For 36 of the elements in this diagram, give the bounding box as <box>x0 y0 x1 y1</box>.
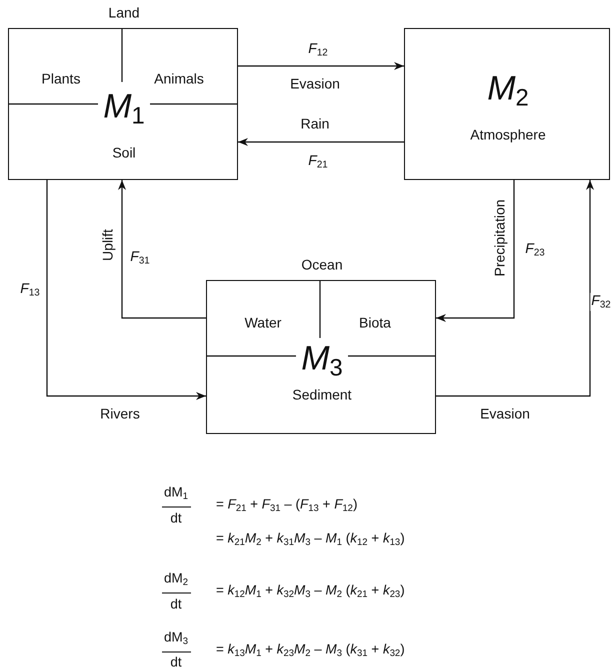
flow-label: Rain <box>300 116 330 132</box>
flow-label: Evasion <box>480 406 530 422</box>
flow-arrow <box>118 180 206 319</box>
reservoir-symbol: M$_{2}$ <box>487 70 529 112</box>
flow-arrow <box>46 180 206 400</box>
flow-label: Evasion <box>290 76 340 92</box>
flow-label: Precipitation <box>492 199 508 277</box>
equation: = F$_{21}$ + F$_{31}$ – (F$_{13}$ + F$_{12}$) <box>216 498 358 514</box>
compartment-label: Soil <box>112 145 136 161</box>
flow-arrow <box>436 180 515 322</box>
fraction-numerator: dM$_{2}$ <box>164 572 188 588</box>
region-heading: Ocean <box>301 257 343 273</box>
compartment-label: Biota <box>359 315 391 331</box>
flow-arrow <box>238 138 404 146</box>
edge-label: F$_{32}$ <box>590 292 612 312</box>
compartment-label: Sediment <box>292 387 352 403</box>
equation: = k$_{21}$M$_{2}$ + k$_{31}$M$_{3}$ – M$_{1}$ (k$_{12}$ + k$_{13}$) <box>216 532 405 548</box>
fraction-numerator: dM$_{1}$ <box>164 486 188 502</box>
flow-arrow <box>436 180 594 397</box>
compartment-label: Animals <box>154 71 204 87</box>
fraction-denominator: dt <box>170 656 182 670</box>
fraction-denominator: dt <box>170 512 182 526</box>
compartment-label: Plants <box>42 71 80 87</box>
reservoir-box <box>404 28 610 180</box>
flow-arrow <box>238 62 404 70</box>
fraction-denominator: dt <box>170 598 182 612</box>
flow-label: Rivers <box>100 406 140 422</box>
compartment-label: Atmosphere <box>470 127 546 143</box>
fraction-numerator: dM$_{3}$ <box>164 630 188 648</box>
equation: = k$_{13}$M$_{1}$ + k$_{23}$M$_{2}$ – M$_{3}$ (k$_{31}$ + k$_{32}$) <box>216 642 405 660</box>
compartment-label: Water <box>244 315 282 331</box>
reservoir-symbol: M$_{3}$ <box>301 340 343 382</box>
region-heading: Land <box>108 5 140 21</box>
reservoir-symbol: M$_{1}$ <box>103 88 145 130</box>
equation: = k$_{12}$M$_{1}$ + k$_{32}$M$_{3}$ – M$_{2}$ (k$_{21}$ + k$_{23}$) <box>216 584 405 600</box>
flow-label: Uplift <box>100 229 116 261</box>
